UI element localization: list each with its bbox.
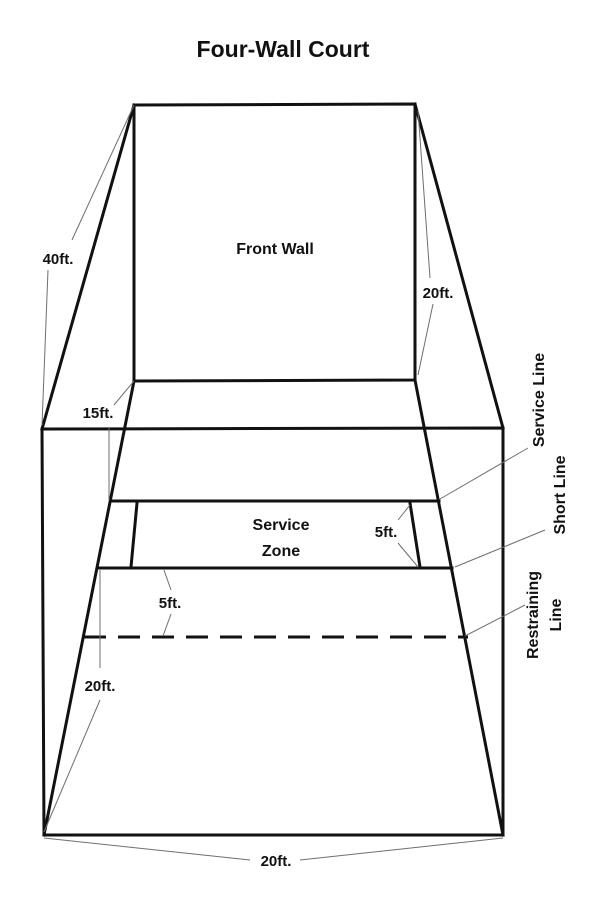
front-wall-height-dimension: 20ft.: [423, 285, 454, 302]
left-floor-edge: [42, 379, 136, 837]
front-height-leader-bottom: [417, 303, 434, 376]
short-line-leader: [454, 529, 546, 568]
court-width-dimension: 20ft.: [261, 853, 292, 870]
side-length-dimension: 40ft.: [43, 251, 74, 268]
back-height-dimension: 20ft.: [85, 678, 116, 695]
short-to-restraining-dimension: 5ft.: [159, 595, 182, 612]
short-to-restraining-leader-top: [163, 569, 172, 591]
service-box-right-line: [408, 501, 422, 569]
back-height-leader: [113, 380, 135, 406]
side-length-leader-bottom: [41, 269, 49, 426]
restraining-line-label-line1: Restraining: [525, 571, 542, 659]
front-wall-label: Front Wall: [236, 241, 314, 258]
front-height-leader-top: [417, 109, 431, 279]
service-box-left-line: [129, 501, 139, 569]
right-ceiling-edge: [413, 102, 505, 430]
service-line-leader: [439, 447, 529, 500]
service-depth-leader-top: [397, 504, 411, 521]
back-height-2-leader-bottom: [43, 699, 101, 833]
width-leader-left: [43, 837, 251, 861]
service-zone-label-line1: Service: [253, 517, 310, 534]
side-length-leader-top: [71, 104, 135, 241]
diagram-title: Four-Wall Court: [197, 36, 370, 62]
service-zone-label-line2: Zone: [262, 543, 300, 560]
restraining-line-label-line2: Line: [548, 598, 565, 631]
left-ceiling-edge: [40, 103, 136, 431]
right-floor-edge: [413, 378, 505, 837]
service-line-label: Service Line: [531, 353, 548, 447]
back-wall-height-dimension: 15ft.: [83, 405, 114, 422]
width-leader-right: [299, 837, 504, 861]
restraining-line-leader: [464, 604, 526, 637]
short-line-label: Short Line: [552, 455, 569, 534]
service-depth-leader-bottom: [397, 542, 419, 568]
short-to-restraining-leader-bottom: [162, 613, 172, 637]
service-zone-depth-dimension: 5ft.: [375, 524, 398, 541]
